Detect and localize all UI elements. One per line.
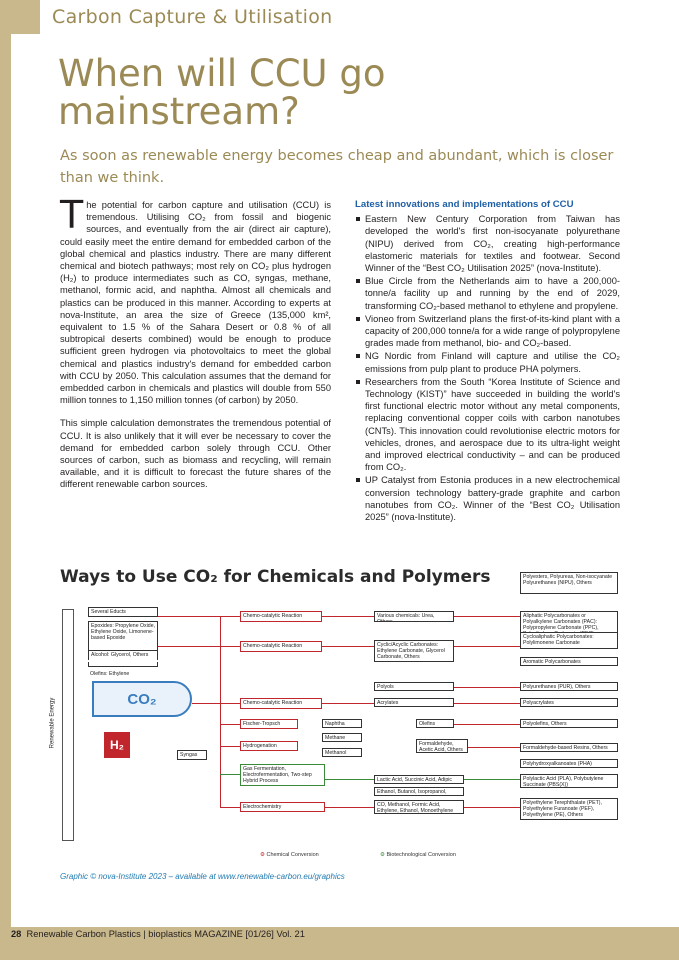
input-box: Syngas bbox=[177, 750, 207, 760]
legend-biotech: ⚙ Biotechnological Conversion bbox=[380, 852, 456, 858]
intermediate-box: Various chemicals: Urea, Others bbox=[374, 611, 454, 622]
product-box: Polyesters, Polyureas, Non-isocyanate Po… bbox=[520, 572, 618, 594]
product-box: Polyolefins, Others bbox=[520, 719, 618, 728]
intermediate-box: Ethanol, Butanol, Isopropanol, Others bbox=[374, 787, 464, 796]
page-number: 28 bbox=[11, 929, 22, 939]
renewable-energy-bar: Renewable Energy bbox=[49, 609, 74, 841]
process-box: Chemo-catalytic Reaction bbox=[240, 698, 322, 709]
flow-arrow bbox=[220, 807, 240, 808]
intermediate-box: CO, Methanol, Formic Acid, Ethylene, Eth… bbox=[374, 800, 464, 814]
product-box: Polylactic Acid (PLA), Polybutylene Succ… bbox=[520, 774, 618, 788]
dropcap: T bbox=[60, 193, 84, 237]
h2-node: H₂ bbox=[104, 732, 130, 758]
innovations-list: Eastern New Century Corporation from Tai… bbox=[355, 213, 620, 523]
flow-arrow bbox=[454, 703, 520, 704]
list-item: UP Catalyst from Estonia produces in a n… bbox=[356, 475, 620, 523]
flow-arrow bbox=[220, 724, 240, 725]
intermediate-box: Naphtha bbox=[322, 719, 362, 728]
intermediate-box: Methanol bbox=[322, 748, 362, 757]
section-header-bar bbox=[40, 0, 679, 34]
ccu-pathways-diagram: Ways to Use CO₂ for Chemicals and Polyme… bbox=[49, 567, 620, 871]
flow-arrow bbox=[322, 646, 374, 647]
innovations-heading: Latest innovations and implementations o… bbox=[355, 199, 574, 210]
flow-arrow bbox=[325, 779, 374, 780]
input-box: Olefins: Ethylene bbox=[88, 670, 148, 684]
flow-arrow bbox=[322, 616, 374, 617]
process-box: Chemo-catalytic Reaction bbox=[240, 641, 322, 652]
flow-arrow bbox=[454, 646, 520, 647]
flow-arrow bbox=[158, 616, 240, 617]
list-item: NG Nordic from Finland will capture and … bbox=[356, 351, 620, 374]
product-box: Aromatic Polycarbonates bbox=[520, 657, 618, 666]
product-box: Polyurethanes (PUR), Others bbox=[520, 682, 618, 691]
flow-arrow bbox=[454, 724, 520, 725]
footer-text: Renewable Carbon Plastics | bioplastics … bbox=[26, 929, 305, 939]
intermediate-box: Formaldehyde, Acetic Acid, Others bbox=[416, 739, 468, 753]
process-box: Gas Fermentation, Electrofermentation, T… bbox=[240, 764, 325, 786]
right-column: Latest innovations and implementations o… bbox=[355, 199, 620, 524]
flow-arrow bbox=[464, 807, 520, 808]
legend-chemical: ⚙ Chemical Conversion bbox=[260, 852, 319, 858]
co2-node: CO₂ bbox=[92, 681, 192, 717]
flow-arrow bbox=[220, 616, 221, 807]
flow-arrow bbox=[192, 703, 240, 704]
page-footer: 28 Renewable Carbon Plastics | bioplasti… bbox=[11, 929, 305, 939]
intermediate-box: Polyols bbox=[374, 682, 454, 691]
product-box: Polyacrylates bbox=[520, 698, 618, 707]
list-item: Researchers from the South “Korea Instit… bbox=[356, 376, 620, 473]
input-box: Epoxides: Propylene Oxide, Ethylene Oxid… bbox=[88, 621, 158, 651]
flow-arrow bbox=[220, 774, 240, 775]
intermediate-box: Cyclic/Acyclic Carbonates: Ethylene Carb… bbox=[374, 640, 454, 662]
section-title: Carbon Capture & Utilisation bbox=[52, 6, 333, 28]
input-box: Alcohol: Glycerol, Others bbox=[88, 651, 158, 667]
product-box: Polyethylene Terephthalate (PET), Polyet… bbox=[520, 798, 618, 820]
gear-icon: ⚙ bbox=[380, 852, 385, 858]
list-item: Blue Circle from the Netherlands aim to … bbox=[356, 276, 620, 311]
process-box: Hydrogenation bbox=[240, 741, 298, 751]
product-box: Formaldehyde-based Resins, Others bbox=[520, 743, 618, 752]
process-box: Fischer-Tropsch bbox=[240, 719, 298, 729]
input-box: Several Educts bbox=[88, 607, 158, 617]
intermediate-box: Methane bbox=[322, 733, 362, 742]
intermediate-box: Lactic Acid, Succinic Acid, Adipic Acid bbox=[374, 775, 464, 784]
article-subtitle: As soon as renewable energy becomes chea… bbox=[60, 148, 614, 186]
process-box: Chemo-catalytic Reaction bbox=[240, 611, 322, 622]
graphic-caption: Graphic © nova-Institute 2023 – availabl… bbox=[60, 872, 345, 881]
intermediate-box: Olefins bbox=[416, 719, 454, 728]
intermediate-box: Acrylates bbox=[374, 698, 454, 707]
flow-arrow bbox=[464, 779, 520, 780]
flow-arrow bbox=[468, 747, 520, 748]
diagram-title: Ways to Use CO₂ for Chemicals and Polyme… bbox=[60, 567, 491, 587]
flow-arrow bbox=[158, 646, 240, 647]
product-box: Cycloaliphatic Polycarbonates: Polylimon… bbox=[520, 633, 618, 649]
flow-arrow bbox=[322, 703, 374, 704]
list-item: Vioneo from Switzerland plans the first-… bbox=[356, 313, 620, 349]
product-box: Polyhydroxyalkanoates (PHA) bbox=[520, 759, 618, 768]
process-box: Electrochemistry bbox=[240, 802, 325, 812]
second-paragraph: This simple calculation demonstrates the… bbox=[60, 418, 331, 490]
flow-arrow bbox=[325, 807, 374, 808]
gear-icon: ⚙ bbox=[260, 852, 265, 858]
flow-arrow bbox=[454, 687, 520, 688]
list-item: Eastern New Century Corporation from Tai… bbox=[356, 214, 620, 274]
flow-arrow bbox=[220, 746, 240, 747]
article-title: When will CCU go mainstream? bbox=[58, 52, 386, 133]
product-box: Aliphatic Polycarbonates or Polyalkylene… bbox=[520, 611, 618, 633]
flow-arrow bbox=[454, 616, 520, 617]
